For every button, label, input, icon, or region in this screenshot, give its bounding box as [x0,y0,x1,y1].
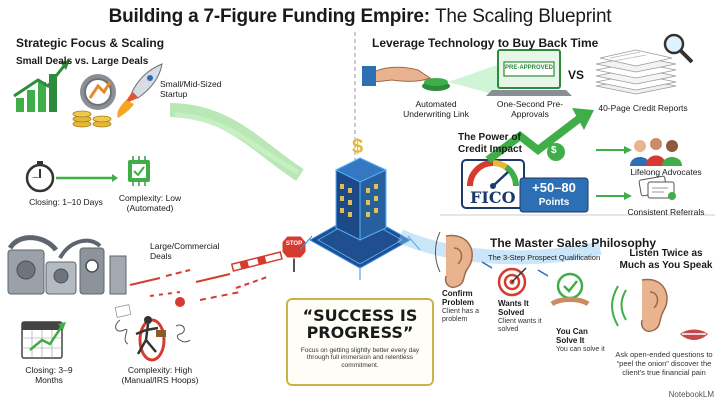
step-wants-solved: Wants It Solved Client wants it solved [498,299,546,334]
rocket-icon [117,63,163,118]
credit-dollar-icon [547,143,565,161]
growth-chart-icon [13,60,70,112]
small-closing-label: Closing: 1–10 Days [29,197,103,207]
coin-stack-icon [72,110,112,128]
green-flow-beam [169,103,304,181]
credit-reports-label: 40-Page Credit Reports [598,103,688,113]
credit-rise-arrow [485,114,583,164]
fico-label: FICO [470,188,516,207]
advocates-icon [630,138,682,166]
points-badge [519,177,589,213]
stopwatch-icon [25,161,55,193]
sales-heading: The Master Sales Philosophy [490,236,657,250]
qualification-label: The 3-Step Prospect Qualification [488,253,601,262]
step1-text: Client has a problem [442,307,479,323]
step2-text: Client wants it solved [498,317,542,333]
strategic-focus-heading: Strategic Focus & Scaling [16,36,165,50]
approval-beam [448,64,500,96]
target-icon [497,267,527,297]
step-confirm-problem: Confirm Problem Client has a problem [442,289,488,324]
page-title: Building a 7-Figure Funding Empire: The … [0,6,720,28]
stop-sign-text: STOP [285,241,303,247]
step-can-solve: You Can Solve It You can solve it [556,327,608,354]
referral-cards-icon [638,175,676,200]
credit-impact-heading: The Power of Credit Impact [458,132,522,155]
notebooklm-credit: NotebookLM [668,390,714,399]
points-badge-text: +50–80 Points [520,181,588,208]
small-complexity-label: Complexity: Low (Automated) [118,193,182,213]
barrier-icon [230,251,283,272]
pre-approved-stamp: PRE-APPROVED [504,65,553,71]
advocates-label: Lifelong Advocates [630,167,702,177]
building-icon [299,157,421,280]
quote-line-1: “SUCCESS IS [302,306,418,325]
hand-pressing-button-icon [362,66,450,91]
deals-subheading: Small Deals vs. Large Deals [16,56,149,67]
gear-icon [80,74,116,110]
large-complexity-label: Complexity: High (Manual/IRS Hoops) [121,365,199,385]
step2-title: Wants It Solved [498,299,529,317]
tech-heading: Leverage Technology to Buy Back Time [372,36,599,50]
listen-text: Ask open-ended questions to “peel the on… [615,350,713,377]
listen-heading: Listen Twice as Much as You Speak [619,248,713,271]
industrial-machine-icon [7,235,127,295]
credit-dollar-text: $ [551,145,557,156]
magnifier-icon [663,33,694,64]
large-closing-label: Closing: 3–9 Months [25,365,73,385]
step1-title: Confirm Problem [442,289,475,307]
vs-label: VS [568,68,585,82]
points-word: Points [538,197,570,208]
ear-icon [435,231,473,288]
small-deals-label: Small/Mid-Sized Startup [160,79,222,99]
stop-sign-icon [281,235,307,272]
page-title-bold: Building a 7-Figure Funding Empire: [108,6,430,27]
success-quote-box: “SUCCESS IS PROGRESS” Focus on getting s… [286,298,434,386]
calendar-icon [21,321,66,359]
automated-underwriting-label: Automated Underwriting Link [403,99,469,119]
step3-text: You can solve it [556,345,605,353]
page-title-light: The Scaling Blueprint [434,6,612,27]
building-dollar-sign: $ [352,136,364,158]
step3-title: You Can Solve It [556,327,588,345]
quote-text: Focus on getting slightly better every d… [300,346,420,370]
chip-icon [128,156,150,186]
listening-ear-icon [611,278,668,332]
large-deals-label: Large/Commercial Deals [150,241,220,261]
quote-line-2: PROGRESS” [306,322,414,342]
handshake-icon [550,272,590,307]
hoop-runner-icon [114,297,191,362]
points-range: +50–80 [532,180,576,195]
quote-headline: “SUCCESS IS PROGRESS” [288,306,432,342]
one-second-label: One-Second Pre-Approvals [496,99,564,119]
broken-red-path [129,269,271,301]
laptop-icon [486,49,572,96]
mouth-icon [680,329,708,340]
credit-report-stack-icon [595,49,677,95]
blue-flow-beam [397,229,602,265]
referrals-label: Consistent Referrals [627,207,705,217]
